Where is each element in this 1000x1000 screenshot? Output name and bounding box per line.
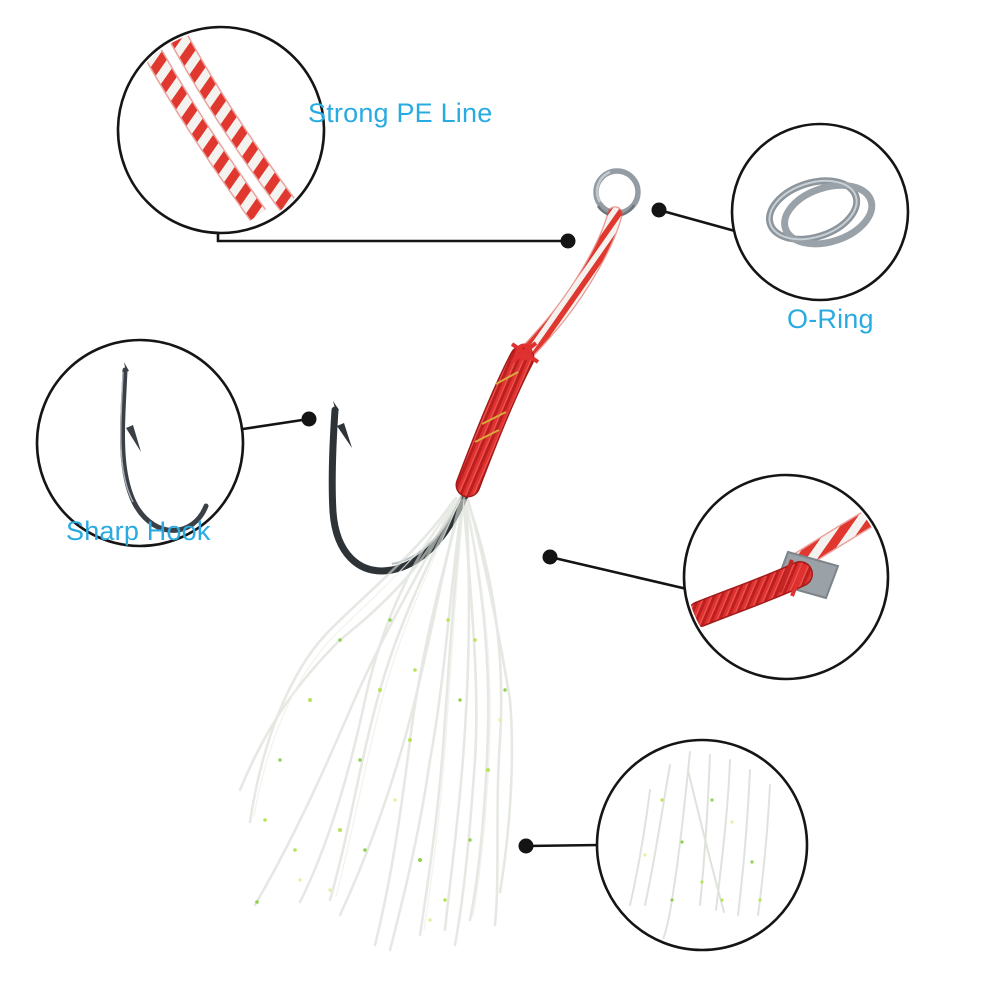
callout-line-tinsel: [525, 843, 600, 848]
callout-dot-pe: [560, 233, 576, 249]
callout-line-wrap: [549, 555, 688, 591]
tinsel-drawing: [629, 751, 771, 943]
assist-hook-rig: [238, 168, 641, 952]
label-sharp-hook: Sharp Hook: [66, 516, 211, 546]
inset-o-ring: [730, 122, 910, 302]
inset-tinsel: [595, 738, 809, 952]
thread-wrap: [455, 341, 540, 498]
hook-barb: [337, 423, 352, 448]
gold-thread: [474, 371, 519, 443]
callout-dot-wrap: [542, 549, 558, 565]
o-ring-drawing: [765, 177, 876, 248]
knot: [510, 341, 540, 364]
callout-connectors: [216, 208, 736, 848]
callout-dot-hook: [301, 411, 317, 427]
inset-sharp-hook: [35, 338, 245, 548]
glitter-dots: [255, 618, 507, 922]
callout-line-oring: [658, 208, 736, 233]
callout-dot-oring: [651, 202, 667, 218]
hook-point-drawing: [120, 362, 209, 533]
inset-pe-line: [116, 25, 326, 235]
inset-thread-wrap: [682, 473, 890, 681]
callout-dot-tinsel: [518, 838, 534, 854]
label-o-ring: O-Ring: [787, 304, 874, 334]
callout-line-pe: [216, 232, 567, 243]
callout-line-hook: [242, 417, 310, 431]
tinsel-strands: [238, 496, 514, 952]
label-strong-pe-line: Strong PE Line: [308, 98, 493, 128]
callout-dots: [301, 202, 667, 854]
